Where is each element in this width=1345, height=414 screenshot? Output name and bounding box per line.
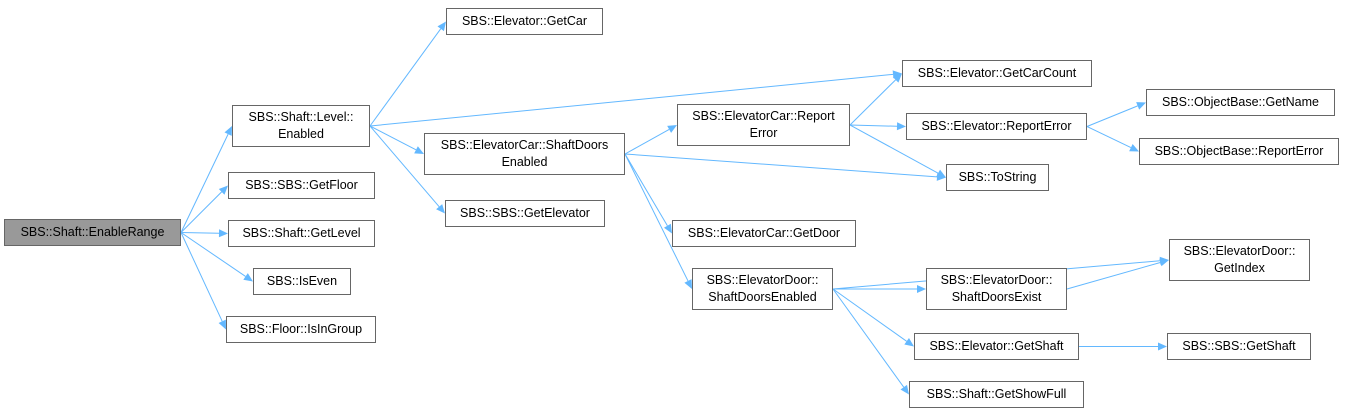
edge-arrowhead (684, 279, 692, 289)
edge-arrowhead (243, 273, 253, 282)
node-label-line2: ShaftDoorsEnabled (708, 290, 817, 304)
node-label: SBS::Elevator::ReportError (921, 119, 1072, 133)
edge-elevatorcar_shaft_doors_enabled-to-elevatordoor_shaft_doors_enabled (624, 153, 689, 282)
node-label: SBS::ObjectBase::ReportError (1154, 144, 1324, 158)
edge-level_enabled-to-elevator_get_car_count (369, 73, 894, 127)
edge-arrowhead (218, 229, 228, 238)
node-label: SBS::Elevator::GetCar (461, 14, 588, 28)
node-shaft-get-level[interactable]: SBS::Shaft::GetLevel (228, 220, 375, 247)
node-to-string[interactable]: SBS::ToString (946, 164, 1049, 191)
edge-arrowhead (224, 126, 232, 136)
node-label-line1: SBS::ElevatorCar::Report (692, 109, 835, 123)
edge-enable_range-to-floor_is_in_group (180, 232, 223, 322)
edge-arrowhead (436, 204, 445, 214)
node-label-line1: SBS::ElevatorDoor:: (940, 273, 1053, 287)
node-elevator-report-error[interactable]: SBS::Elevator::ReportError (906, 113, 1087, 140)
edge-enable_range-to-sbs_get_floor (180, 191, 222, 233)
edge-level_enabled-to-elevator_get_car (369, 28, 442, 127)
edge-arrowhead (218, 319, 226, 330)
node-objectbase-get-name[interactable]: SBS::ObjectBase::GetName (1146, 89, 1335, 116)
node-elevatordoor-get-index[interactable]: SBS::ElevatorDoor:: GetIndex (1169, 239, 1310, 281)
node-elevatorcar-get-door[interactable]: SBS::ElevatorCar::GetDoor (672, 220, 856, 247)
node-sbs-get-shaft[interactable]: SBS::SBS::GetShaft (1167, 333, 1311, 360)
edge-arrowhead (917, 285, 926, 293)
edge-arrowhead (896, 122, 906, 131)
node-label: SBS::ElevatorCar::GetDoor (687, 226, 841, 240)
edge-elevatorcar_report_error-to-elevator_report_error (849, 124, 898, 127)
node-elevatorcar-report-error[interactable]: SBS::ElevatorCar::Report Error (677, 104, 850, 146)
node-label-line1: SBS::ElevatorDoor:: (706, 273, 819, 287)
node-label-line2: GetIndex (1214, 261, 1265, 275)
node-elevatorcar-shaft-doors-enabled[interactable]: SBS::ElevatorCar::ShaftDoors Enabled (424, 133, 625, 175)
node-elevator-get-shaft[interactable]: SBS::Elevator::GetShaft (914, 333, 1079, 360)
edge-level_enabled-to-sbs_get_elevator (369, 125, 440, 207)
edge-enable_range-to-shaft_get_level (180, 232, 220, 234)
node-elevatordoor-shaft-doors-exist[interactable]: SBS::ElevatorDoor:: ShaftDoorsExist (926, 268, 1067, 310)
edge-arrowhead (663, 223, 672, 234)
edge-elevatordoor_shaft_doors_enabled-to-elevator_get_shaft (832, 288, 907, 342)
node-shaft-enable-range: SBS::Shaft::EnableRange (4, 219, 181, 246)
edge-arrowhead (1158, 342, 1167, 351)
edge-arrowhead (1159, 258, 1169, 267)
node-objectbase-report-error[interactable]: SBS::ObjectBase::ReportError (1139, 138, 1339, 165)
edge-arrowhead (414, 146, 424, 154)
edge-elevatordoor_shaft_doors_exist-to-elevatordoor_get_index (1066, 261, 1161, 290)
node-label: SBS::Elevator::GetCarCount (917, 66, 1077, 80)
node-label: SBS::IsEven (266, 274, 338, 288)
edge-elevatorcar_shaft_doors_enabled-to-elevatorcar_get_door (624, 153, 668, 227)
node-label: SBS::ObjectBase::GetName (1161, 95, 1319, 109)
edge-arrowhead (936, 169, 946, 178)
node-label: SBS::Shaft::EnableRange (20, 225, 165, 239)
node-is-even[interactable]: SBS::IsEven (253, 268, 351, 295)
node-elevator-get-car-count[interactable]: SBS::Elevator::GetCarCount (902, 60, 1092, 87)
node-label-line1: SBS::ElevatorDoor:: (1183, 244, 1296, 258)
node-shaft-get-show-full[interactable]: SBS::Shaft::GetShowFull (909, 381, 1084, 408)
node-label: SBS::Shaft::GetShowFull (926, 387, 1067, 401)
node-sbs-get-elevator[interactable]: SBS::SBS::GetElevator (445, 200, 605, 227)
edge-arrowhead (1136, 102, 1146, 110)
node-shaft-level-enabled[interactable]: SBS::Shaft::Level:: Enabled (232, 105, 370, 147)
edge-elevatorcar_report_error-to-to_string (849, 124, 939, 174)
edge-arrowhead (437, 21, 446, 32)
node-label: SBS::Floor::IsInGroup (239, 322, 363, 336)
node-label-line2: Error (749, 126, 778, 140)
edge-enable_range-to-is_even (180, 232, 246, 277)
node-label: SBS::Shaft::GetLevel (242, 226, 361, 240)
node-label: SBS::Elevator::GetShaft (929, 339, 1064, 353)
edge-elevatorcar_shaft_doors_enabled-to-to_string (624, 153, 938, 178)
node-floor-is-in-group[interactable]: SBS::Floor::IsInGroup (226, 316, 376, 343)
edge-elevator_report_error-to-objectbase_report_error (1086, 126, 1132, 149)
node-label-line1: SBS::Shaft::Level:: (248, 110, 354, 124)
node-label: SBS::SBS::GetShaft (1182, 339, 1296, 353)
node-label-line2: ShaftDoorsExist (951, 290, 1042, 304)
node-sbs-get-floor[interactable]: SBS::SBS::GetFloor (228, 172, 375, 199)
edge-arrowhead (900, 384, 909, 395)
edge-arrowhead (904, 338, 914, 347)
node-label: SBS::ToString (958, 170, 1037, 184)
node-label-line2: Enabled (278, 127, 324, 141)
edge-arrowhead (892, 73, 902, 83)
node-label-line1: SBS::ElevatorCar::ShaftDoors (440, 138, 609, 152)
edge-enable_range-to-level_enabled (180, 133, 229, 233)
edge-elevator_report_error-to-objectbase_get_name (1086, 105, 1138, 127)
edge-elevatorcar_shaft_doors_enabled-to-elevatorcar_report_error (624, 128, 670, 155)
node-label: SBS::SBS::GetElevator (460, 206, 590, 220)
edge-level_enabled-to-elevatorcar_shaft_doors_enabled (369, 125, 417, 151)
node-elevator-get-car[interactable]: SBS::Elevator::GetCar (446, 8, 603, 35)
edge-elevatordoor_shaft_doors_enabled-to-shaft_get_show_full (832, 288, 905, 388)
edge-arrowhead (218, 185, 228, 195)
edge-arrowhead (667, 125, 677, 133)
node-label: SBS::SBS::GetFloor (245, 178, 358, 192)
node-label-line2: Enabled (501, 155, 548, 169)
node-elevatordoor-shaft-doors-enabled[interactable]: SBS::ElevatorDoor:: ShaftDoorsEnabled (692, 268, 833, 310)
edge-elevatorcar_report_error-to-elevator_get_car_count (849, 79, 896, 126)
edge-arrowhead (1129, 143, 1139, 152)
